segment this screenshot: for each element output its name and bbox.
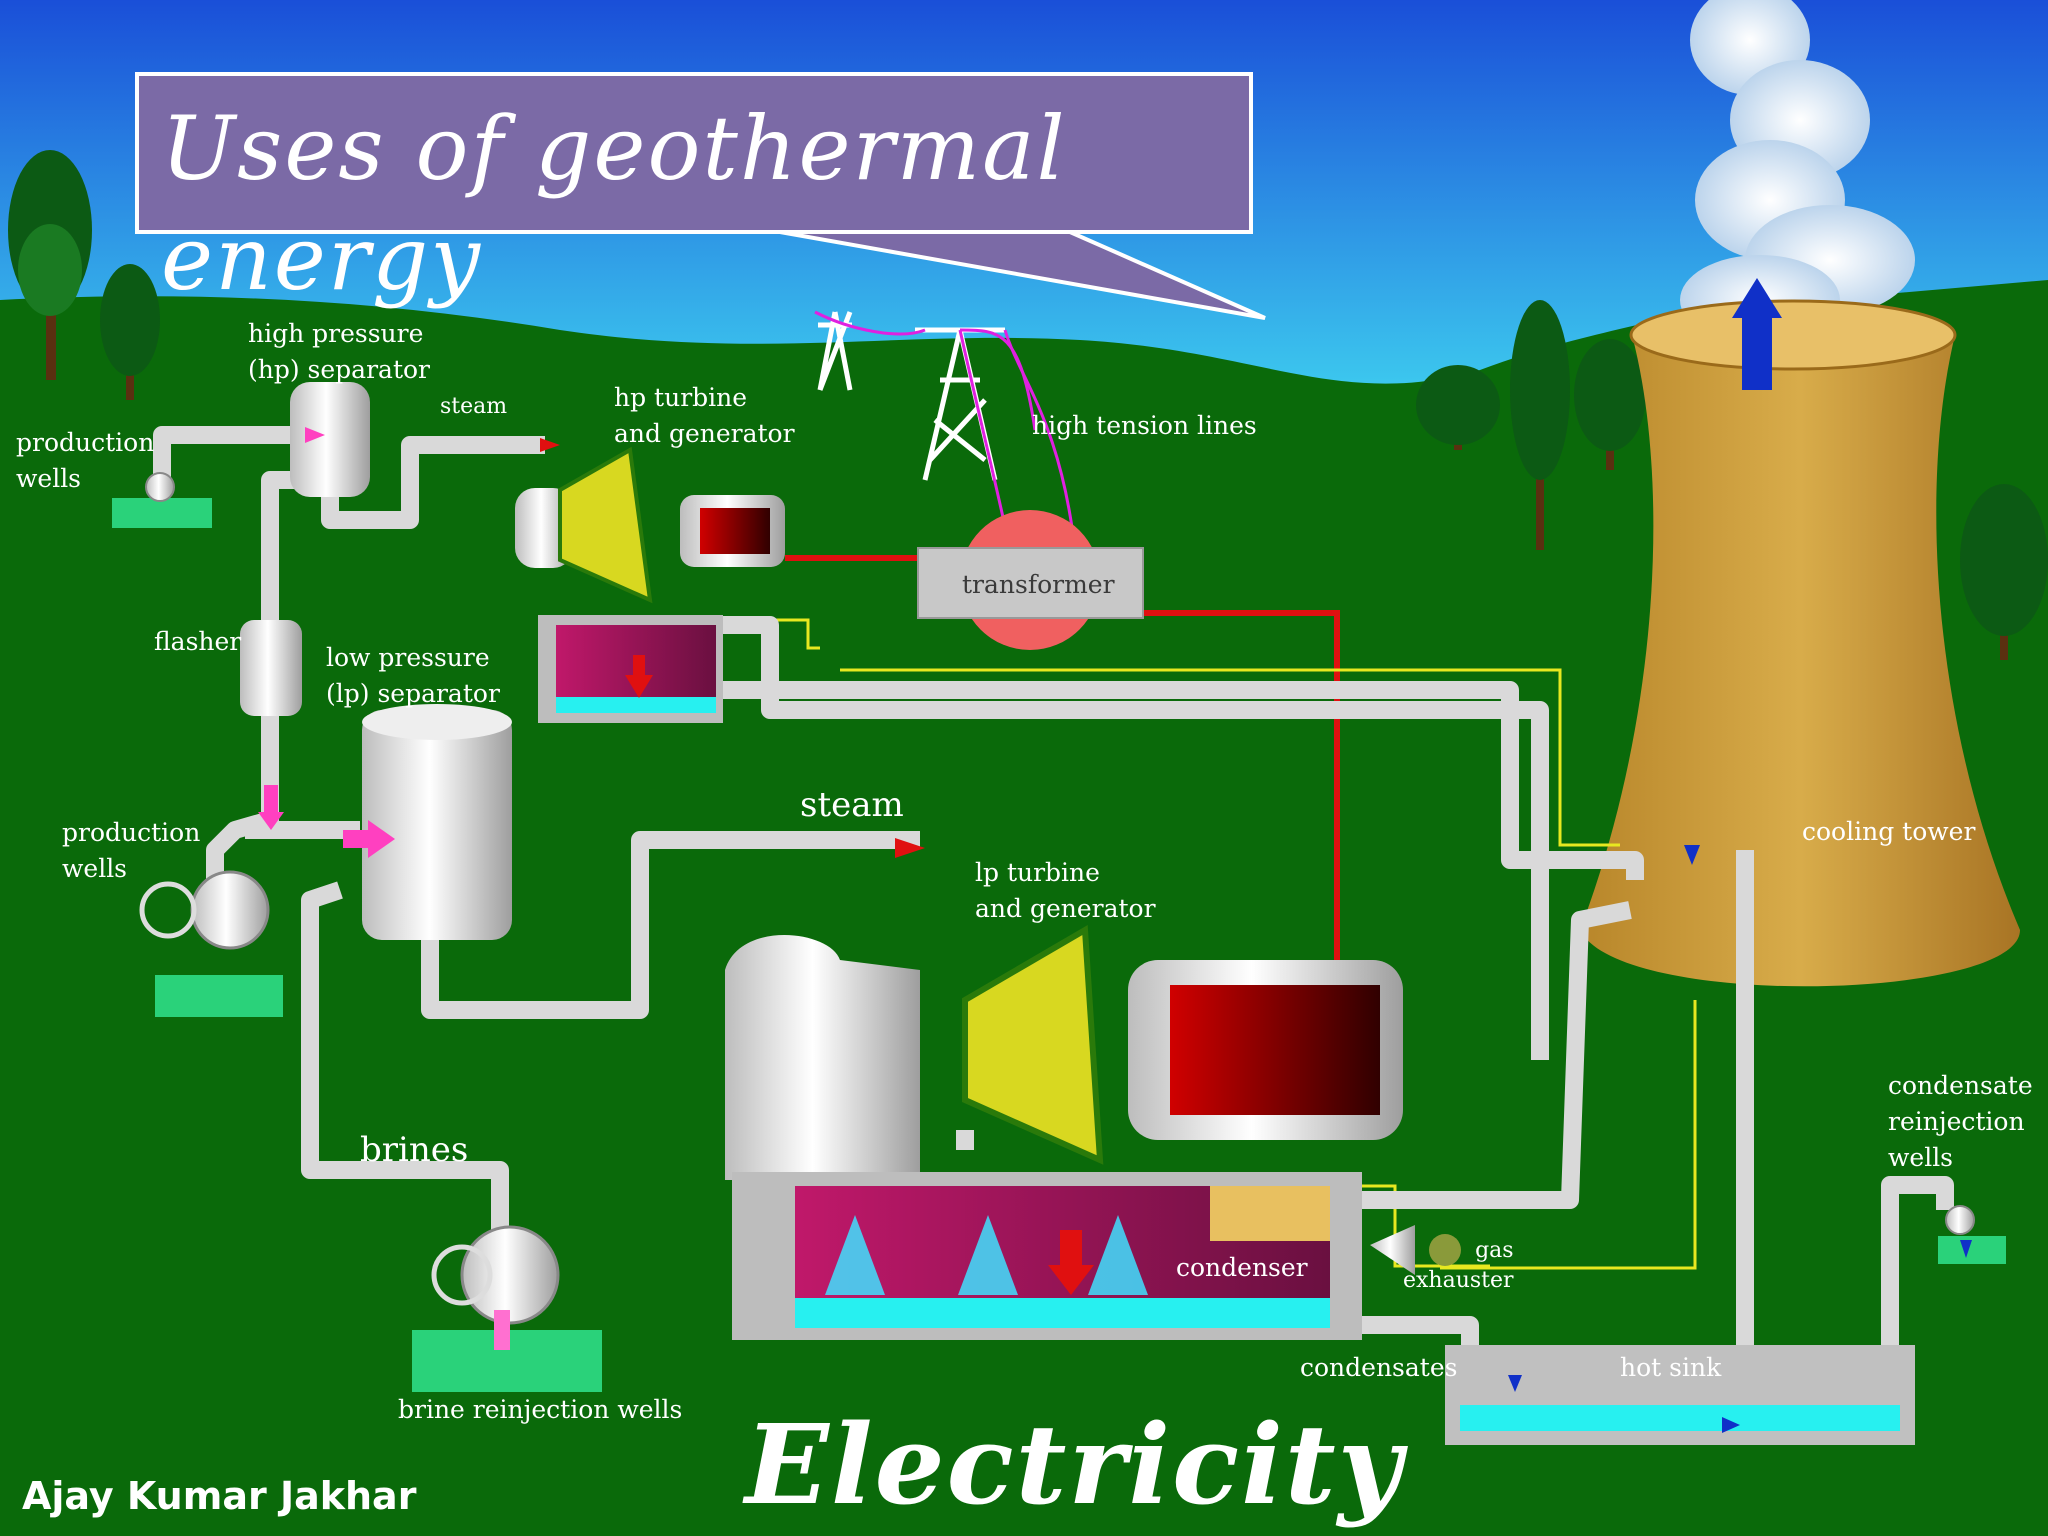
- hp-condenser-arrowhead: [625, 675, 653, 698]
- production-well-pad-top: [112, 498, 212, 528]
- condenser-spray-1: [825, 1215, 885, 1295]
- brine-valve-wheel: [431, 1244, 493, 1306]
- label-lp-turbine: lp turbine and generator: [975, 858, 1156, 923]
- condenser-water: [795, 1298, 1330, 1328]
- tower-down-arrow: [1684, 845, 1700, 865]
- label-steam-mid: steam: [800, 785, 904, 825]
- pipes: [153, 426, 1954, 1405]
- label-gas-exhauster: gas exhauster: [1403, 1238, 1514, 1293]
- lp-inlet-arrow: [343, 830, 371, 848]
- lp-separator-top: [362, 704, 512, 740]
- lp-turbine-housing: [725, 935, 920, 1180]
- label-condensates: condensates: [1300, 1353, 1458, 1382]
- label-condensate-reinjection-wells: condensate reinjection wells: [1888, 1071, 2033, 1172]
- label-condenser: condenser: [1176, 1253, 1308, 1282]
- condenser-warm-zone: [1210, 1186, 1330, 1241]
- footer-title: Electricity: [745, 1400, 1404, 1529]
- lp-separator: [362, 710, 512, 940]
- condenser-arrowhead: [1048, 1265, 1094, 1295]
- trees: [8, 150, 2048, 660]
- lp-steam-arrow: [895, 838, 925, 858]
- cooling-tower-top: [1629, 299, 1957, 371]
- brine-valve: [460, 1225, 560, 1325]
- condenser-arrow: [1060, 1230, 1082, 1268]
- gas-exhauster: [1370, 1225, 1415, 1275]
- tower-outlet-arrowhead: [1732, 278, 1782, 318]
- tower-outlet-arrow: [1742, 310, 1772, 390]
- label-production-wells-mid: production wells: [62, 818, 201, 883]
- condensate-arrow: [1960, 1240, 1972, 1258]
- hp-condenser-water: [556, 697, 716, 713]
- hp-flow-arrow: [305, 427, 325, 443]
- label-brine-reinjection-wells: brine reinjection wells: [398, 1395, 683, 1424]
- cooling-tower: [1580, 308, 2020, 987]
- lp-generator-core: [1170, 985, 1380, 1115]
- flasher-outlet-arrow: [264, 785, 278, 815]
- label-high-tension-lines: high tension lines: [1032, 411, 1257, 440]
- valve-mid: [190, 870, 270, 950]
- lp-inlet-arrowhead: [368, 820, 395, 858]
- hp-generator-core: [700, 508, 770, 554]
- page-title: Uses of geothermal energy: [161, 97, 1067, 310]
- label-transformer: transformer: [962, 570, 1115, 599]
- ground-hills: [0, 280, 2048, 1536]
- valve-top: [145, 472, 175, 502]
- hp-turbine-cone: [558, 446, 653, 604]
- condenser-spray-2: [958, 1215, 1018, 1295]
- label-lp-separator: low pressure (lp) separator: [326, 643, 500, 708]
- author-credit: Ajay Kumar Jakhar: [22, 1474, 417, 1518]
- hot-sink-arrow: [1722, 1417, 1740, 1433]
- label-production-wells-top: production wells: [16, 428, 155, 493]
- valve-wheel-mid: [139, 881, 197, 939]
- hot-sink-water: [1460, 1405, 1900, 1431]
- label-flasher: flasher: [154, 627, 242, 656]
- hp-condenser-arrow: [633, 655, 645, 677]
- flasher: [240, 620, 302, 716]
- hot-sink-down-arrow: [1508, 1375, 1522, 1392]
- label-hp-turbine: hp turbine and generator: [614, 383, 795, 448]
- transformer-body: [917, 547, 1144, 619]
- label-steam-top: steam: [440, 394, 508, 419]
- condenser-spray-3: [1088, 1215, 1148, 1295]
- label-hot-sink: hot sink: [1620, 1353, 1722, 1382]
- power-lines: [785, 555, 1340, 960]
- lp-turbine-cone: [962, 924, 1104, 1165]
- condensate-valve: [1945, 1205, 1975, 1235]
- label-cooling-tower: cooling tower: [1802, 817, 1976, 846]
- flasher-arrowhead: [258, 812, 284, 830]
- brine-outlet: [494, 1310, 510, 1350]
- label-hp-separator: high pressure (hp) separator: [248, 319, 430, 384]
- hp-steam-arrow: [540, 438, 560, 452]
- condensate-reinjection-pad: [1938, 1236, 2006, 1264]
- label-brines: brines: [360, 1130, 469, 1170]
- gas-exhauster-fan: [1429, 1234, 1461, 1266]
- hp-separator: [290, 382, 370, 497]
- title-callout: Uses of geothermal energy: [135, 72, 1253, 310]
- production-well-pad-mid: [155, 975, 283, 1017]
